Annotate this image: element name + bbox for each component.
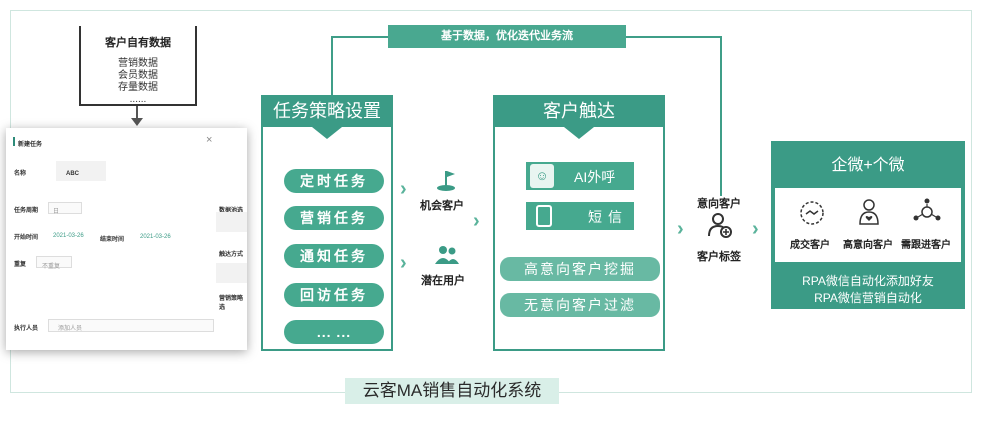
customer-data-box: 客户自有数据 营销数据 会员数据 存量数据 ...... — [79, 26, 197, 106]
cycle-label: 任务周期 — [14, 208, 39, 214]
end-date[interactable]: 2021-03-26 — [140, 234, 171, 240]
strategy-panel — [261, 125, 393, 351]
ai-call-label: AI外呼 — [574, 169, 616, 185]
data-item: 会员数据 — [118, 70, 158, 81]
field-bg — [216, 212, 247, 232]
follow-up-customer-label: 需跟进客户 — [901, 240, 951, 251]
strategy-item: ... ... — [284, 320, 384, 344]
wecom-title: 企微+个微 — [831, 157, 905, 174]
strategy-item: 通知任务 — [284, 244, 384, 268]
repeat-label: 重复 — [14, 262, 27, 268]
opportunity-customer-label: 机会客户 — [420, 200, 464, 212]
strategy-title: 任务策略设置 — [261, 95, 393, 127]
strategy-label: 营销策略选 — [219, 296, 244, 311]
executor-label: 执行人员 — [14, 326, 39, 332]
chevron-right-icon: › — [400, 252, 407, 274]
cycle-select[interactable] — [48, 202, 82, 214]
arrow-down-line — [136, 106, 138, 122]
name-label: 名称 — [14, 171, 27, 177]
high-intent-mining: 高意向客户挖掘 — [500, 257, 660, 281]
loop-line-right — [626, 36, 722, 196]
no-intent-filter: 无意向客户过滤 — [500, 293, 660, 317]
touch-panel — [493, 125, 665, 351]
strategy-notch — [312, 127, 342, 139]
system-title: 云客MA销售自动化系统 — [345, 378, 559, 404]
strategy-item: 回访任务 — [284, 283, 384, 307]
network-people-icon — [913, 198, 941, 221]
data-box-title: 客户自有数据 — [105, 37, 171, 49]
sms-label: 短信 — [588, 209, 628, 225]
potential-user-label: 潜在用户 — [421, 275, 465, 287]
wecom-footer-line: RPA微信营销自动化 — [814, 291, 922, 305]
customer-tag-label: 客户标签 — [697, 251, 741, 263]
data-item: 营销数据 — [118, 58, 158, 69]
new-task-form: 新建任务 × 名称 ABC 任务周期 日 开始时间 2021-03-26 结束时… — [6, 128, 247, 350]
field-bg — [216, 263, 247, 283]
phone-icon — [536, 205, 552, 227]
data-item: 存量数据 — [118, 82, 158, 93]
handshake-icon — [800, 201, 824, 225]
form-title: 新建任务 — [18, 142, 43, 148]
touch-notch — [564, 127, 594, 139]
person-heart-icon — [859, 199, 879, 225]
intent-customer-label: 意向客户 — [697, 198, 741, 210]
users-icon — [435, 246, 459, 264]
wecom-footer-line: RPA微信自动化添加好友 — [802, 274, 934, 288]
executor-value: 添加人员 — [58, 326, 83, 332]
strategy-item: 营销任务 — [284, 206, 384, 230]
chevron-right-icon: › — [473, 210, 480, 232]
touch-title: 客户触达 — [493, 95, 665, 127]
repeat-value: 不重复 — [42, 264, 61, 270]
start-label: 开始时间 — [14, 235, 39, 241]
user-add-icon — [708, 213, 732, 238]
loop-line-left — [331, 36, 389, 96]
data-item: ...... — [129, 94, 147, 105]
form-accent — [13, 137, 15, 146]
arrow-down-icon — [131, 118, 143, 126]
touch-label: 触达方式 — [219, 252, 244, 258]
name-input[interactable]: ABC — [66, 171, 79, 177]
close-icon[interactable]: × — [206, 134, 213, 146]
chevron-right-icon: › — [677, 218, 684, 240]
end-label: 结束时间 — [100, 237, 125, 243]
robot-icon: ☺ — [530, 164, 554, 188]
loop-banner: 基于数据，优化迭代业务流 — [388, 25, 626, 48]
flag-icon — [437, 171, 455, 191]
chevron-right-icon: › — [400, 178, 407, 200]
repeat-select[interactable] — [36, 256, 72, 268]
cycle-value: 日 — [53, 209, 60, 215]
chevron-right-icon: › — [752, 218, 759, 240]
name-field-bg — [56, 161, 106, 181]
deal-customer-label: 成交客户 — [790, 240, 830, 251]
high-intent-customer-label: 高意向客户 — [843, 240, 893, 251]
start-date[interactable]: 2021-03-26 — [53, 233, 84, 239]
strategy-item: 定时任务 — [284, 169, 384, 193]
executor-field[interactable] — [48, 319, 214, 332]
